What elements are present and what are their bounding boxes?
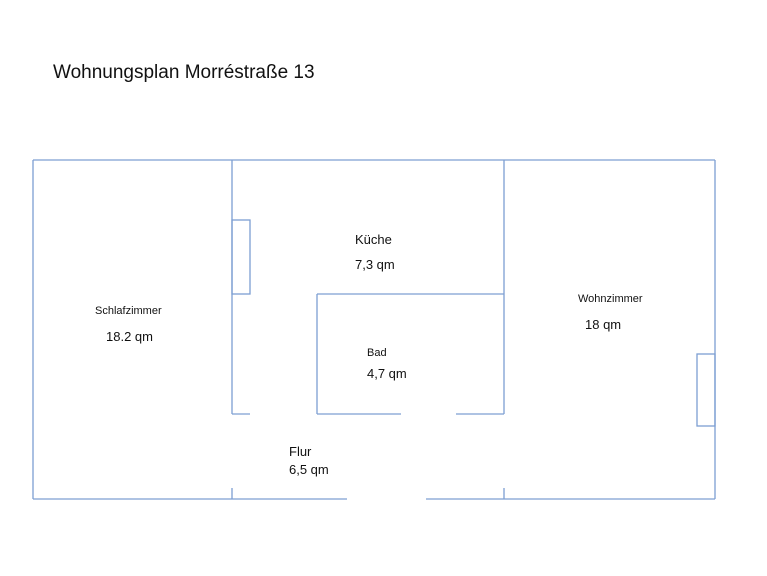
room-area-kueche: 7,3 qm (355, 257, 395, 272)
room-name-wohnzimmer: Wohnzimmer (578, 293, 643, 305)
room-area-bad: 4,7 qm (367, 366, 407, 381)
room-name-kueche: Küche (355, 232, 392, 247)
room-name-schlafzimmer: Schlafzimmer (95, 305, 162, 317)
window-wohnzimmer (696, 353, 716, 427)
room-name-flur: Flur (289, 444, 312, 459)
closet (231, 219, 251, 295)
room-area-flur: 6,5 qm (289, 462, 329, 477)
room-area-schlafzimmer: 18.2 qm (106, 329, 153, 344)
room-name-bad: Bad (367, 347, 387, 359)
page-title: Wohnungsplan Morréstraße 13 (53, 62, 315, 83)
room-area-wohnzimmer: 18 qm (585, 317, 622, 332)
